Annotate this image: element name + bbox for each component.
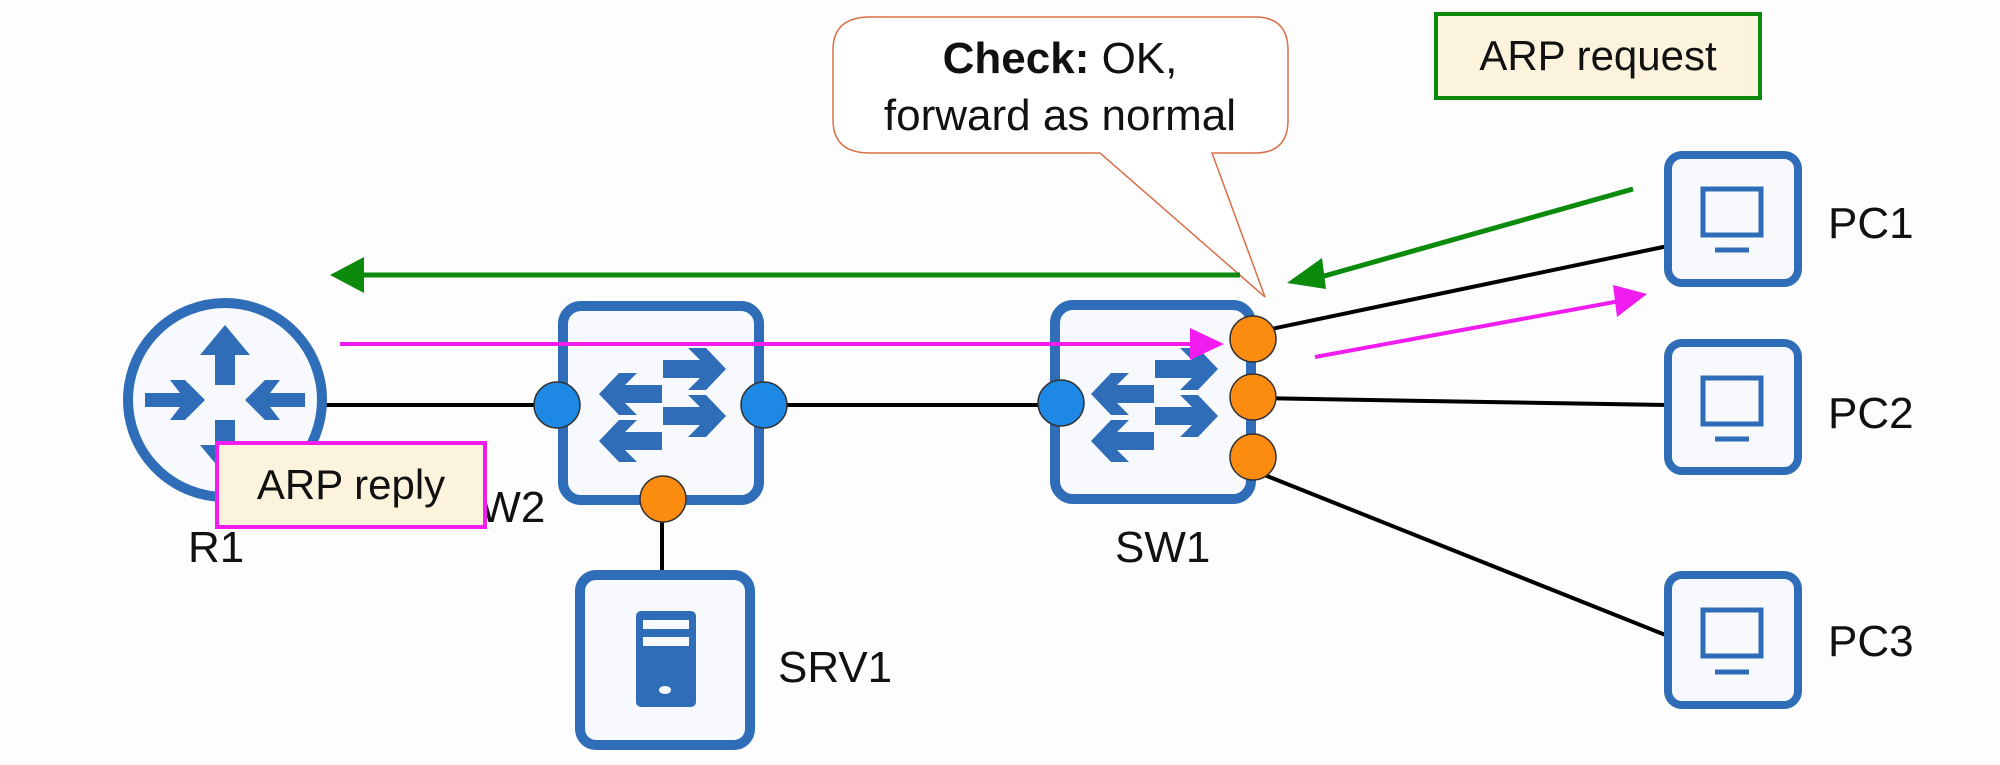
monitor-icon	[1700, 375, 1764, 442]
port-trusted-sw2-left[interactable]	[533, 381, 581, 429]
callout-line-1: Check: OK,	[943, 34, 1178, 83]
switch-sw2[interactable]	[558, 301, 764, 505]
callout-line-2: forward as normal	[884, 91, 1236, 140]
port-trusted-sw2-right[interactable]	[740, 381, 788, 429]
pc1-label: PC1	[1828, 199, 1914, 248]
arp-request-arrowhead-1	[1287, 258, 1326, 289]
arp-request-tag: ARP request	[1434, 12, 1762, 100]
pc2-label: PC2	[1828, 389, 1914, 438]
port-untrusted-sw1-pc1[interactable]	[1229, 315, 1277, 363]
arp-reply-tag: ARP reply	[215, 441, 487, 529]
arp-request-arrowhead-2	[330, 257, 364, 293]
ports	[533, 315, 1277, 523]
arp-reply-arrowhead-1	[1190, 328, 1224, 360]
arp-reply-arrowhead-2	[1613, 285, 1647, 317]
link-sw1-pc1	[1251, 244, 1669, 335]
switch-arrows-icon	[599, 348, 726, 462]
arp-request-arrow-pc1-to-sw1	[1309, 186, 1634, 283]
arp-request-tag-label: ARP request	[1479, 32, 1717, 79]
link-sw1-pc3	[1251, 468, 1669, 638]
monitor-icon	[1700, 607, 1764, 675]
port-untrusted-sw2-bottom[interactable]	[639, 475, 687, 523]
port-untrusted-sw1-pc3[interactable]	[1229, 433, 1277, 481]
pc-pc3[interactable]	[1664, 571, 1802, 709]
server-icon	[636, 611, 696, 707]
r1-label: R1	[188, 523, 244, 572]
sw1-label: SW1	[1115, 523, 1210, 572]
port-trusted-sw1-left[interactable]	[1037, 379, 1085, 427]
arp-reply-tag-box	[215, 441, 487, 529]
switch-arrows-icon	[1091, 348, 1218, 462]
callout-bold: Check:	[943, 34, 1090, 83]
pc-box	[1664, 571, 1802, 709]
arp-request-flow	[330, 186, 1634, 293]
callout: Check: OK, forward as normal	[832, 16, 1289, 298]
links	[325, 244, 1669, 638]
arp-reply-tag-label: ARP reply	[257, 461, 445, 508]
server-srv1[interactable]	[575, 570, 755, 750]
pc-pc1[interactable]	[1664, 151, 1802, 287]
monitor-icon	[1700, 186, 1764, 253]
link-sw1-pc2	[1251, 396, 1669, 407]
arp-request-tag-box	[1434, 12, 1762, 100]
pc-box	[1664, 151, 1802, 287]
pc-box	[1664, 339, 1802, 475]
pc-pc2[interactable]	[1664, 339, 1802, 475]
arp-reply-arrow-sw1-to-pc1	[1314, 299, 1621, 359]
callout-rest: OK,	[1089, 34, 1177, 83]
arp-reply-flow	[340, 285, 1647, 360]
callout-bubble	[832, 16, 1289, 298]
pc3-label: PC3	[1828, 617, 1914, 666]
port-untrusted-sw1-pc2[interactable]	[1229, 373, 1277, 421]
srv1-label: SRV1	[778, 643, 892, 692]
